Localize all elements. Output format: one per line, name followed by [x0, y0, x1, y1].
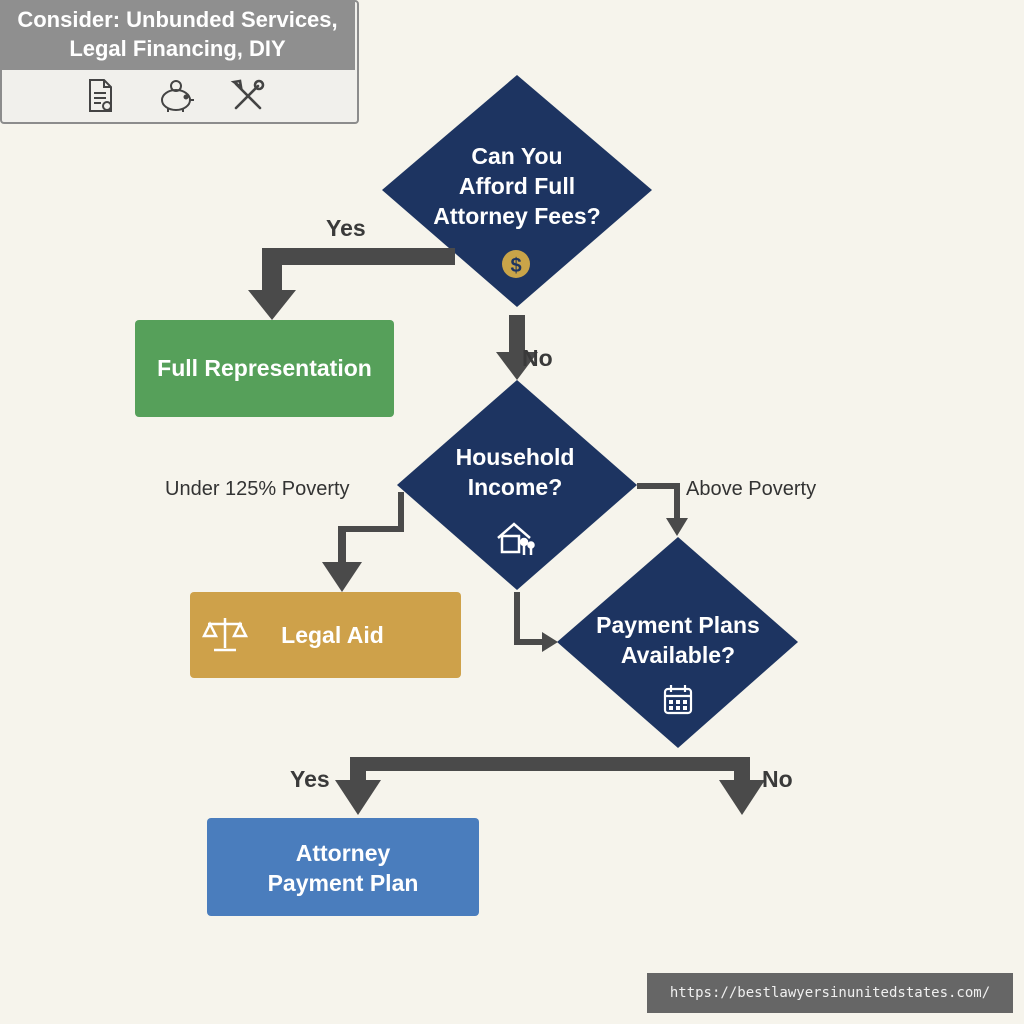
edge-afford-no [496, 315, 538, 380]
full-representation-box: Full Representation [135, 320, 394, 417]
income-question-text: Household Income? [425, 442, 605, 502]
piggy-bank-icon [161, 80, 194, 112]
full-representation-label: Full Representation [157, 355, 372, 381]
afford-line-1: Can You [471, 143, 563, 169]
consider-line-2: Legal Financing, DIY [69, 36, 286, 61]
consider-text: Consider: Unbunded Services, Legal Finan… [0, 5, 355, 63]
edge-label-above-poverty: Above Poverty [686, 478, 817, 500]
edge-income-payment [514, 592, 558, 652]
payment-line-2: Available? [620, 642, 736, 668]
edge-label-yes-top: Yes [326, 215, 366, 241]
attorney-plan-line-1: Attorney [295, 840, 391, 866]
legal-aid-label: Legal Aid [281, 622, 384, 648]
afford-question-text: Can You Afford Full Attorney Fees? [417, 141, 617, 231]
watermark-url: https://bestlawyersinunitedstates.com/ [647, 973, 1013, 1013]
payment-question-text: Payment Plans Available? [578, 610, 778, 670]
income-line-1: Household [455, 444, 575, 470]
payment-line-1: Payment Plans [596, 612, 760, 638]
decision-income-diamond [397, 380, 637, 590]
calendar-icon [663, 685, 693, 715]
legal-aid-box: Legal Aid [190, 592, 461, 678]
consider-header: Consider: Unbunded Services, Legal Finan… [0, 0, 355, 70]
income-line-2: Income? [467, 474, 563, 500]
edge-label-under-poverty: Under 125% Poverty [165, 478, 350, 500]
edge-label-yes-bottom: Yes [290, 766, 330, 792]
attorney-plan-line-2: Payment Plan [267, 870, 419, 896]
edge-income-under [322, 492, 404, 592]
edge-label-no-bottom: No [762, 766, 793, 792]
consider-alternatives-box: Consider: Unbunded Services, Legal Finan… [0, 0, 359, 124]
house-family-icon [497, 522, 535, 555]
decision-payment-diamond [557, 537, 798, 748]
consider-line-1: Consider: Unbunded Services, [17, 7, 338, 32]
attorney-payment-plan-text: Attorney Payment Plan [207, 838, 479, 898]
afford-line-3: Attorney Fees? [433, 203, 601, 229]
scales-icon [201, 618, 249, 652]
afford-line-2: Afford Full [458, 173, 576, 199]
decision-afford-diamond [382, 75, 652, 307]
edge-afford-yes [248, 248, 455, 320]
dollar-coin-icon: $ [502, 250, 530, 278]
edge-income-above [637, 483, 688, 536]
edge-payment-branches [335, 757, 765, 815]
edge-label-no-top: No [522, 345, 553, 371]
attorney-payment-plan-box: Attorney Payment Plan [207, 818, 479, 916]
dollar-glyph: $ [510, 255, 521, 277]
document-icon [89, 79, 112, 112]
tools-icon [230, 79, 265, 110]
